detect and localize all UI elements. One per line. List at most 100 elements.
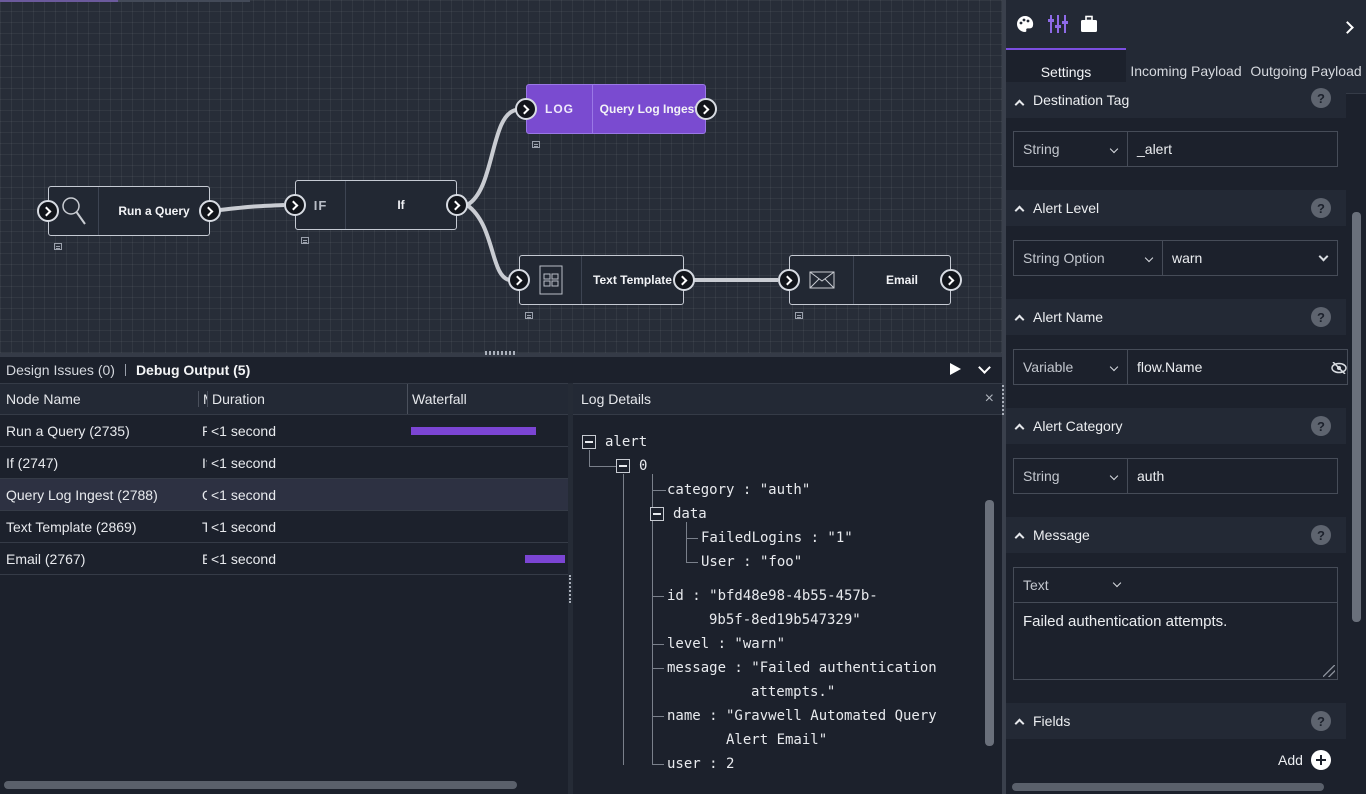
table-horizontal-scrollbar[interactable] <box>0 777 568 794</box>
if-icon: IF <box>296 181 346 229</box>
note-icon[interactable] <box>532 141 540 148</box>
tab-design-issues[interactable]: Design Issues (0) <box>6 362 115 378</box>
type-select[interactable]: Text <box>1014 568 1337 603</box>
log-details-panel: Log Details × alert 0 category : "auth" … <box>573 383 1002 794</box>
node-query-log-ingest[interactable]: LOG Query Log Ingest <box>515 84 717 134</box>
cell-m: It <box>202 454 207 471</box>
destination-tag-input[interactable]: _alert <box>1137 141 1173 157</box>
chevron-down-icon <box>1318 251 1329 262</box>
template-grid-icon <box>520 256 582 304</box>
help-icon[interactable]: ? <box>1311 198 1331 218</box>
alert-level-select[interactable]: warn <box>1163 241 1337 275</box>
tab-incoming-payload[interactable]: Incoming Payload <box>1130 62 1242 79</box>
chevron-up-icon <box>1014 532 1025 542</box>
node-text-template[interactable]: Text Template <box>508 255 695 305</box>
section-title: Fields <box>1033 713 1071 729</box>
destination-tag-field: String _alert <box>1013 131 1338 167</box>
tree-field-failedlogins: FailedLogins : "1" <box>701 530 853 546</box>
table-header: Node Name M Duration Waterfall <box>0 383 568 415</box>
help-icon[interactable]: ? <box>1311 711 1331 731</box>
help-icon[interactable]: ? <box>1311 416 1331 436</box>
type-select[interactable]: String <box>1014 132 1128 166</box>
note-icon[interactable] <box>795 312 803 319</box>
node-if[interactable]: IF If <box>284 180 468 230</box>
help-icon[interactable]: ? <box>1311 525 1331 545</box>
tree-field-name: name : "Gravwell Automated Query <box>667 708 937 724</box>
output-port[interactable] <box>673 269 695 291</box>
collapse-toggle-alert[interactable] <box>582 435 596 449</box>
collapse-toggle-0[interactable] <box>616 459 630 473</box>
section-alert-level[interactable]: Alert Level ? <box>1006 190 1346 226</box>
chevron-up-icon <box>1014 423 1025 433</box>
type-select[interactable]: String Option <box>1014 241 1163 275</box>
palette-icon[interactable] <box>1016 15 1034 33</box>
chevron-up-icon <box>1014 314 1025 324</box>
sliders-icon[interactable] <box>1048 15 1068 33</box>
column-node-name[interactable]: Node Name <box>6 391 81 407</box>
play-icon[interactable] <box>950 363 961 375</box>
input-port[interactable] <box>37 200 59 222</box>
help-icon[interactable]: ? <box>1311 88 1331 108</box>
log-panel-splitter[interactable] <box>568 383 573 794</box>
node-email[interactable]: Email <box>778 255 962 305</box>
table-row[interactable]: Query Log Ingest (2788)Q<1 second <box>0 479 568 511</box>
splitter-grip[interactable] <box>485 351 515 355</box>
alert-category-input[interactable]: auth <box>1137 468 1165 484</box>
input-port[interactable] <box>778 269 800 291</box>
canvas-top-scrollbar[interactable] <box>0 0 250 2</box>
cell-duration: <1 second <box>211 454 276 471</box>
cell-m: Q <box>198 487 207 503</box>
output-port[interactable] <box>446 194 468 216</box>
type-select[interactable]: Variable <box>1014 350 1128 384</box>
log-vertical-scrollbar[interactable] <box>985 500 994 746</box>
section-title: Message <box>1033 527 1090 543</box>
section-message[interactable]: Message ? <box>1006 517 1346 553</box>
chevron-down-icon[interactable] <box>978 361 991 374</box>
tree-field-message: message : "Failed authentication <box>667 660 937 676</box>
output-port[interactable] <box>695 98 717 120</box>
alert-category-field: String auth <box>1013 458 1338 494</box>
section-alert-name[interactable]: Alert Name ? <box>1006 299 1346 335</box>
table-row[interactable]: Email (2767)E<1 second <box>0 543 568 575</box>
note-icon[interactable] <box>54 243 62 250</box>
chevron-right-icon[interactable] <box>1341 21 1354 34</box>
column-waterfall[interactable]: Waterfall <box>407 384 568 414</box>
close-icon[interactable]: × <box>984 390 994 407</box>
help-icon[interactable]: ? <box>1311 307 1331 327</box>
table-row[interactable]: Run a Query (2735)R<1 second <box>0 415 568 447</box>
node-run-a-query[interactable]: Run a Query <box>37 186 221 236</box>
tab-outgoing-payload[interactable]: Outgoing Payload <box>1250 62 1362 79</box>
message-field: Text Failed authentication attempts. <box>1013 567 1338 680</box>
table-row[interactable]: Text Template (2869)T<1 second <box>0 511 568 543</box>
chevron-up-icon <box>1014 205 1025 215</box>
table-row[interactable]: If (2747)It<1 second <box>0 447 568 479</box>
section-destination-tag[interactable]: Destination Tag ? <box>1006 82 1346 118</box>
input-port[interactable] <box>508 269 530 291</box>
note-icon[interactable] <box>525 312 533 319</box>
right-panel-splitter[interactable] <box>1002 0 1006 794</box>
collapse-toggle-data[interactable] <box>650 507 664 521</box>
cell-duration: <1 second <box>211 550 276 567</box>
tab-debug-output[interactable]: Debug Output (5) <box>135 362 251 378</box>
add-field-button[interactable]: Add <box>1278 750 1331 770</box>
resize-handle-icon[interactable] <box>1323 665 1335 677</box>
eye-off-icon[interactable] <box>1331 361 1347 375</box>
settings-vertical-scrollbar[interactable] <box>1352 212 1361 622</box>
section-fields[interactable]: Fields ? <box>1006 703 1346 739</box>
column-m[interactable]: M <box>198 391 207 407</box>
message-textarea[interactable]: Failed authentication attempts. <box>1023 613 1228 630</box>
output-port[interactable] <box>199 200 221 222</box>
section-alert-category[interactable]: Alert Category ? <box>1006 408 1346 444</box>
output-port[interactable] <box>940 269 962 291</box>
flow-canvas[interactable]: Run a Query IF If LOG Query Log Ingest T… <box>0 0 1002 353</box>
panel-splitter[interactable] <box>0 353 1002 357</box>
briefcase-icon[interactable] <box>1080 15 1098 33</box>
note-icon[interactable] <box>301 237 309 244</box>
wire-if-to-log <box>465 108 517 207</box>
settings-horizontal-scrollbar[interactable] <box>1012 783 1324 791</box>
input-port[interactable] <box>284 194 306 216</box>
alert-name-input[interactable]: flow.Name <box>1128 350 1347 384</box>
input-port[interactable] <box>515 98 537 120</box>
column-duration[interactable]: Duration <box>207 391 407 407</box>
type-select[interactable]: String <box>1014 459 1128 493</box>
